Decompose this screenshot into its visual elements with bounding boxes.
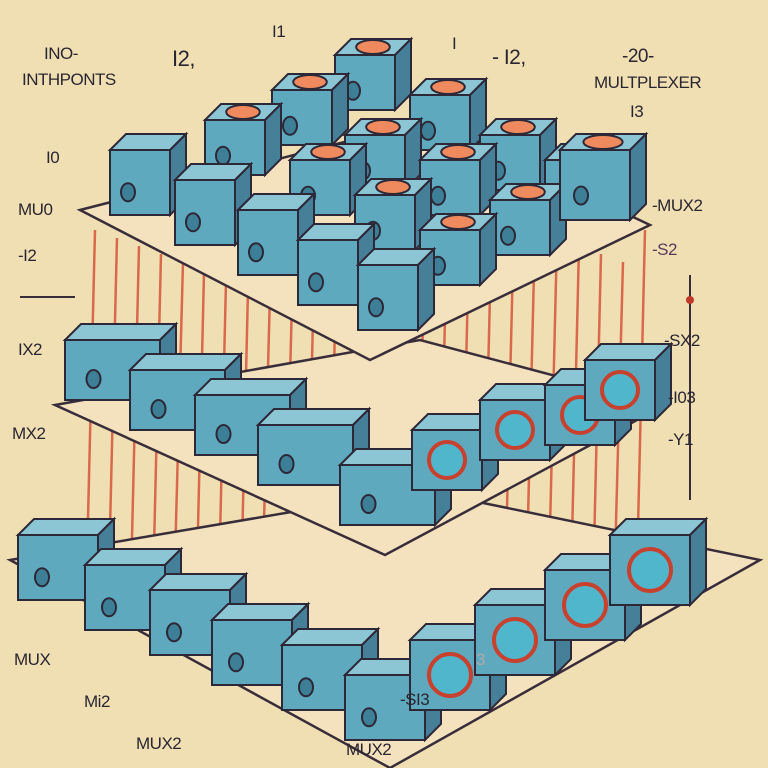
- label-s2: -S2: [652, 240, 677, 259]
- label-mi2: Mi2: [84, 692, 110, 711]
- block-side-face: [689, 516, 707, 608]
- port-hole-icon: [34, 567, 50, 588]
- mux-block: [355, 246, 437, 333]
- block-front-face: [489, 199, 551, 256]
- mux-block: [557, 131, 649, 223]
- block-front-face: [559, 149, 631, 221]
- port-ring-icon: [427, 440, 467, 480]
- button-icon: [375, 179, 411, 195]
- button-icon: [500, 119, 536, 135]
- port-hole-icon: [101, 597, 117, 618]
- label-i0: I0: [46, 148, 60, 167]
- button-icon: [582, 134, 624, 150]
- mux-block: [417, 211, 499, 288]
- label-i-top: I: [452, 34, 457, 53]
- label-io3: -I03: [668, 388, 696, 407]
- port-ring-icon: [627, 547, 673, 593]
- block-top-face: [127, 353, 244, 371]
- block-front-face: [237, 209, 299, 276]
- mux-blocks: [15, 36, 709, 743]
- port-hole-icon: [360, 494, 377, 514]
- port-hole-icon: [298, 677, 314, 698]
- port-hole-icon: [282, 115, 298, 136]
- port-hole-icon: [215, 145, 231, 166]
- block-front-face: [174, 179, 236, 246]
- port-hole-icon: [430, 185, 446, 206]
- label-si3: -SI3: [400, 690, 430, 709]
- mux-block: [107, 131, 189, 218]
- label-ix2: IX2: [18, 340, 43, 359]
- port-hole-icon: [248, 242, 264, 263]
- button-icon: [430, 79, 466, 95]
- label-i3: I3: [630, 102, 644, 121]
- button-icon: [310, 144, 346, 160]
- mux-block: [582, 341, 674, 423]
- label-inthponts: INTHPONTS: [22, 70, 116, 89]
- port-hole-icon: [368, 297, 384, 318]
- port-hole-icon: [420, 120, 436, 141]
- block-side-face: [629, 131, 647, 223]
- block-front-face: [109, 149, 171, 216]
- port-hole-icon: [150, 399, 167, 419]
- port-hole-icon: [215, 424, 232, 444]
- port-ring-icon: [562, 582, 608, 628]
- label-multiplexer: MULTPLEXER: [594, 73, 702, 92]
- port-hole-icon: [185, 212, 201, 233]
- port-hole-icon: [573, 185, 589, 206]
- port-ring-icon: [492, 617, 538, 663]
- port-hole-icon: [228, 652, 244, 673]
- mux-block: [269, 71, 351, 148]
- port-ring-icon: [600, 370, 640, 410]
- label-neg-i2: -I2: [18, 246, 37, 265]
- label-three: 3: [476, 650, 485, 669]
- label-i1: I1: [272, 22, 286, 41]
- label-mux-bottom-left: MUX: [14, 650, 51, 669]
- button-icon: [225, 104, 261, 120]
- block-top-face: [62, 323, 179, 341]
- mux-block: [202, 101, 284, 178]
- button-icon: [292, 74, 328, 90]
- label-ino: INO-: [44, 44, 78, 63]
- label-y1: -Y1: [668, 430, 693, 449]
- port-ring-icon: [495, 410, 535, 450]
- button-icon: [510, 184, 546, 200]
- mux-block: [487, 181, 569, 258]
- port-hole-icon: [308, 272, 324, 293]
- button-icon: [440, 214, 476, 230]
- block-top-face: [255, 408, 372, 426]
- signal-node-icon: [686, 296, 694, 304]
- mux-block: [607, 516, 709, 608]
- label-twenty: -20-: [622, 46, 654, 67]
- block-front-face: [357, 264, 419, 331]
- label-i2-left: I2,: [172, 46, 195, 71]
- block-front-face: [297, 239, 359, 306]
- label-mux2-bottom-left: MUX2: [136, 734, 182, 753]
- port-hole-icon: [85, 369, 102, 389]
- label-sx2: -SX2: [664, 331, 700, 350]
- block-front-face: [211, 619, 293, 686]
- label-mux2-right: -MUX2: [652, 196, 703, 215]
- port-hole-icon: [361, 707, 377, 728]
- port-hole-icon: [500, 225, 516, 246]
- label-mu0: MU0: [18, 200, 53, 219]
- port-hole-icon: [120, 182, 136, 203]
- block-front-face: [257, 424, 354, 486]
- button-icon: [440, 144, 476, 160]
- port-ring-icon: [427, 652, 473, 698]
- port-hole-icon: [166, 622, 182, 643]
- label-mux2-bottom-right: MUX2: [346, 740, 392, 759]
- button-icon: [365, 119, 401, 135]
- port-hole-icon: [278, 454, 295, 474]
- block-top-face: [192, 378, 309, 396]
- label-mx2: MX2: [12, 424, 46, 443]
- label-i2-right: - I2,: [492, 46, 526, 69]
- button-icon: [355, 39, 391, 55]
